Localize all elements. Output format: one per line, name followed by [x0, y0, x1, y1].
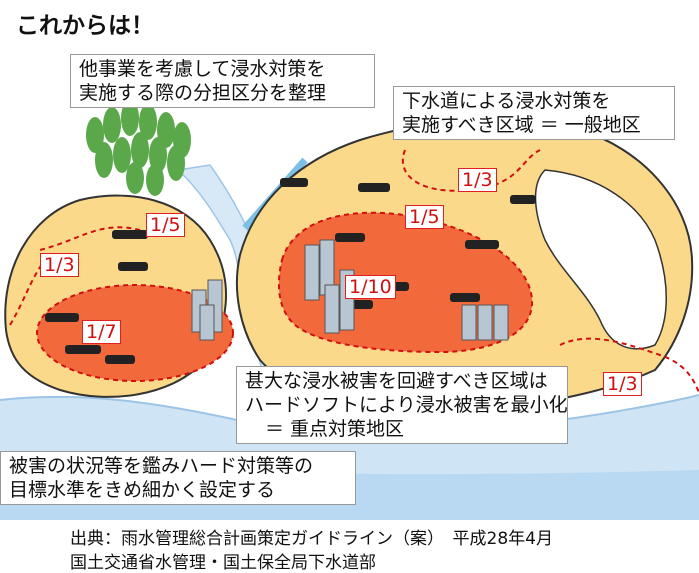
ratio-right-core: 1/10 — [345, 275, 396, 299]
page-title: これからは！ — [16, 13, 154, 39]
forest — [86, 100, 191, 196]
right-boundary-2 — [559, 337, 699, 393]
callout-line: 実施する際の分担区分を整理 — [79, 82, 327, 104]
left-priority-outline — [36, 284, 234, 382]
callout-line: 実施すべき区域 ＝ 一般地区 — [402, 114, 641, 136]
ratio-right-bottom: 1/3 — [603, 372, 642, 396]
callout-line: 他事業を考慮して浸水対策を — [79, 58, 326, 80]
right-white-area — [534, 169, 667, 350]
callout-line: ＝ 重点対策地区 — [265, 418, 405, 440]
callout-priority-district: 甚大な浸水被害を回避すべき区域は ハードソフトにより浸水被害を最小化 ＝ 重点対… — [236, 366, 568, 444]
callout-line: 甚大な浸水被害を回避すべき区域は — [245, 370, 548, 392]
callout-line: 被害の状況等を鑑みハード対策等の — [9, 455, 314, 477]
source-line-1: 出典：雨水管理総合計画策定ガイドライン（案） 平成28年4月 — [70, 529, 553, 549]
buildings — [191, 239, 509, 341]
ratio-right-top: 1/3 — [458, 168, 497, 192]
callout-shared-responsibility: 他事業を考慮して浸水対策を 実施する際の分担区分を整理 — [70, 54, 375, 108]
ratio-left-core: 1/7 — [82, 320, 121, 344]
source-line-2: 国土交通省水管理・国土保全局下水道部 — [70, 553, 376, 573]
left-boundary-1 — [39, 226, 141, 251]
left-priority-zone — [37, 285, 233, 381]
ratio-right-mid: 1/5 — [405, 205, 444, 229]
ratio-left-side: 1/3 — [40, 253, 79, 277]
callout-line: ハードソフトにより浸水被害を最小化 — [245, 394, 568, 416]
callout-line: 下水道による浸水対策を — [402, 90, 611, 112]
callout-line: 目標水準をきめ細かく設定する — [9, 479, 276, 501]
callout-target-level: 被害の状況等を鑑みハード対策等の 目標水準をきめ細かく設定する — [0, 451, 356, 505]
callout-general-district: 下水道による浸水対策を 実施すべき区域 ＝ 一般地区 — [393, 86, 675, 140]
ratio-left-upper: 1/5 — [146, 213, 185, 237]
house-clusters — [45, 178, 536, 364]
